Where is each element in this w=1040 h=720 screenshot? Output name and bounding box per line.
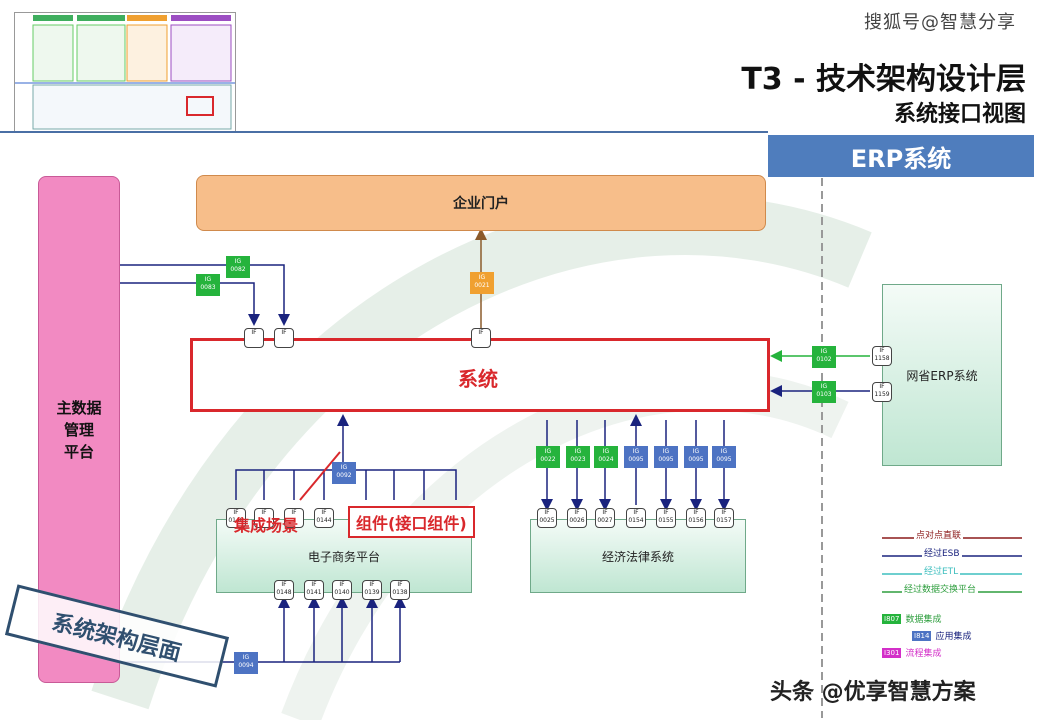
- integration-badge: IG 0022: [536, 446, 560, 468]
- erp-system-box: [190, 338, 770, 412]
- interface-node: IF 0148: [274, 580, 294, 600]
- legend-badge-code: I814: [912, 630, 932, 641]
- legend-badge: I301 流程集成: [882, 646, 941, 659]
- interface-node: IF 0139: [362, 580, 382, 600]
- interface-node: IF 0154: [626, 508, 646, 528]
- watermark-bottom: 头条 @优享智慧方案: [770, 680, 976, 705]
- interface-node: IF: [244, 328, 264, 348]
- interface-node: IF 0148: [226, 508, 246, 528]
- zone-separator: [821, 178, 823, 718]
- legend-badge: I814 应用集成: [912, 629, 971, 642]
- integration-badge: IG 0023: [566, 446, 590, 468]
- interface-node: IF 1159: [872, 382, 892, 402]
- legend-badge-code: I301: [882, 647, 902, 658]
- interface-node: IF 0025: [537, 508, 557, 528]
- legend-badge-text: 数据集成: [905, 615, 942, 625]
- component-callout: 组件(接口组件): [348, 506, 475, 538]
- integration-badge: IG 0103: [812, 381, 836, 403]
- page-subtitle: 系统接口视图: [893, 102, 1026, 127]
- interface-node: IF: [471, 328, 491, 348]
- master-data-platform-label: 主数据 管理 平台: [56, 398, 102, 461]
- minimap-graphic: [15, 15, 235, 130]
- integration-badge: IG 0094: [234, 652, 258, 674]
- legend-item: 经过ETL: [922, 564, 961, 577]
- ecommerce-platform-label: 电子商务平台: [307, 549, 380, 564]
- integration-badge: IG 0095: [712, 446, 736, 468]
- minimap-thumbnail[interactable]: [14, 12, 236, 132]
- header-divider: [0, 131, 768, 133]
- interface-node: IF 0138: [390, 580, 410, 600]
- enterprise-portal: 企业门户: [196, 175, 766, 231]
- legend-badge-code: I807: [882, 613, 902, 624]
- legal-system-label: 经济法律系统: [601, 549, 674, 564]
- legend-item: 经过数据交换平台: [902, 582, 979, 595]
- legend-badge: I807 数据集成: [882, 612, 941, 625]
- interface-node: IF 0141: [304, 580, 324, 600]
- legend-badge-text: 应用集成: [935, 632, 972, 642]
- interface-node: IF 0156: [686, 508, 706, 528]
- interface-node: IF 0155: [656, 508, 676, 528]
- integration-badge: IG 0095: [654, 446, 678, 468]
- erp-system-bar: ERP系统: [768, 135, 1034, 177]
- integration-badge: IG 0095: [624, 446, 648, 468]
- legend: 点对点直联 经过ESB 经过ETL 经过数据交换平台 I807 数据集成 I81…: [872, 528, 1032, 663]
- interface-node: IF 0140: [332, 580, 352, 600]
- interface-node: IF 0026: [567, 508, 587, 528]
- legend-badge-text: 流程集成: [905, 649, 942, 659]
- integration-scene-callout: 集成场景: [234, 516, 299, 535]
- interface-node: IF: [254, 508, 274, 528]
- legend-item: 点对点直联: [914, 528, 964, 541]
- interface-node: IF 0157: [714, 508, 734, 528]
- integration-badge: IG 0082: [226, 256, 250, 278]
- enterprise-portal-label: 企业门户: [453, 196, 509, 212]
- watermark-top: 搜狐号@智慧分享: [864, 12, 1016, 33]
- provincial-erp-label: 网省ERP系统: [906, 368, 978, 383]
- page-title: T3 - 技术架构设计层: [741, 62, 1026, 97]
- legend-item: 经过ESB: [922, 546, 962, 559]
- interface-node: IF: [274, 328, 294, 348]
- interface-node: IF 0144: [314, 508, 334, 528]
- integration-badge: IG 0095: [684, 446, 708, 468]
- interface-node: IF: [284, 508, 304, 528]
- integration-badge: IG 0102: [812, 346, 836, 368]
- integration-badge: IG 0024: [594, 446, 618, 468]
- integration-badge: IG 0083: [196, 274, 220, 296]
- integration-badge: IG 0021: [470, 272, 494, 294]
- erp-system-label: 系统: [458, 367, 498, 391]
- interface-node: IF 0027: [595, 508, 615, 528]
- legal-system: 经济法律系统: [530, 519, 746, 593]
- interface-node: IF 1158: [872, 346, 892, 366]
- integration-badge: IG 0092: [332, 462, 356, 484]
- provincial-erp-system: 网省ERP系统: [882, 284, 1002, 466]
